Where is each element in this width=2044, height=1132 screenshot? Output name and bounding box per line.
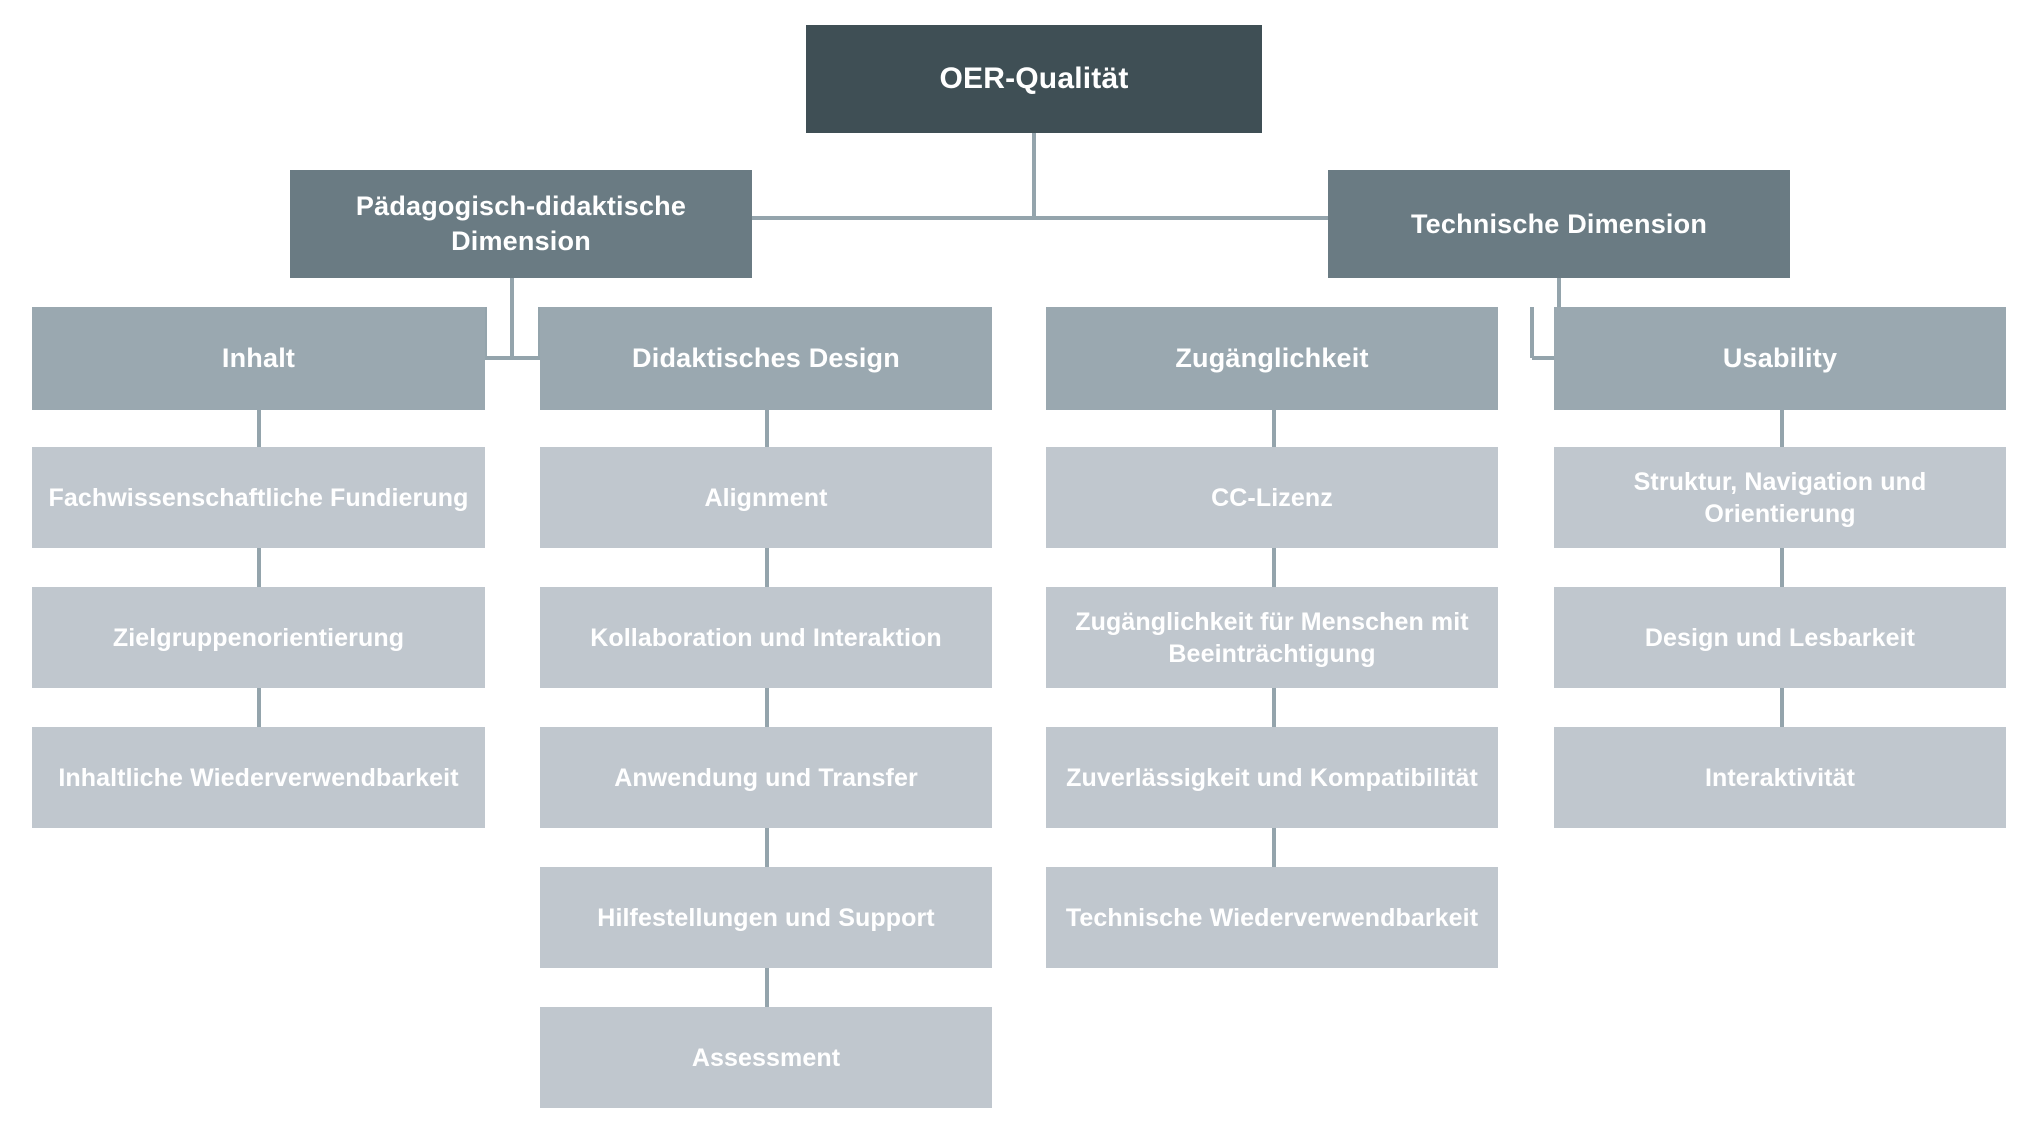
node-label: Zuverlässigkeit und Kompatibilität bbox=[1066, 763, 1478, 792]
node-label: Interaktivität bbox=[1704, 763, 1856, 792]
connector-spine-col1 bbox=[257, 410, 261, 728]
node-label: Kollaboration und Interaktion bbox=[590, 623, 942, 652]
node-label: Alignment bbox=[704, 483, 828, 512]
node-leaf-technische-wiederverwendbarkeit[interactable]: Technische Wiederverwendbarkeit bbox=[1046, 867, 1498, 968]
node-label: Technische Wiederverwendbarkeit bbox=[1065, 903, 1479, 932]
node-leaf-kollaboration-und-interaktion[interactable]: Kollaboration und Interaktion bbox=[540, 587, 992, 688]
node-leaf-alignment[interactable]: Alignment bbox=[540, 447, 992, 548]
node-dimension-paedagogisch-didaktisch[interactable]: Pädagogisch-didaktische Dimension bbox=[290, 170, 752, 278]
node-leaf-zugaenglichkeit-fuer-menschen-mit-beeintraechtigung[interactable]: Zugänglichkeit für Menschen mit Beeinträ… bbox=[1046, 587, 1498, 688]
node-label: Inhaltliche Wiederverwendbarkeit bbox=[58, 763, 459, 792]
node-leaf-cc-lizenz[interactable]: CC-Lizenz bbox=[1046, 447, 1498, 548]
node-root-oer-qualitaet[interactable]: OER-Qualität bbox=[806, 25, 1262, 133]
node-leaf-inhaltliche-wiederverwendbarkeit[interactable]: Inhaltliche Wiederverwendbarkeit bbox=[32, 727, 485, 828]
node-label: Usability bbox=[1722, 343, 1838, 374]
node-leaf-struktur-navigation-und-orientierung[interactable]: Struktur, Navigation und Orientierung bbox=[1554, 447, 2006, 548]
node-leaf-hilfestellungen-und-support[interactable]: Hilfestellungen und Support bbox=[540, 867, 992, 968]
node-category-zugaenglichkeit[interactable]: Zugänglichkeit bbox=[1046, 307, 1498, 410]
node-leaf-design-und-lesbarkeit[interactable]: Design und Lesbarkeit bbox=[1554, 587, 2006, 688]
node-label: Pädagogisch-didaktische Dimension bbox=[355, 191, 687, 256]
node-leaf-zielgruppenorientierung[interactable]: Zielgruppenorientierung bbox=[32, 587, 485, 688]
node-label: Anwendung und Transfer bbox=[614, 763, 918, 792]
connector-cat-inhalt-leg bbox=[483, 307, 487, 358]
connector-cat-zugaenglichkeit-leg bbox=[1530, 307, 1534, 358]
node-category-usability[interactable]: Usability bbox=[1554, 307, 2006, 410]
node-label: Zugänglichkeit für Menschen mit Beeinträ… bbox=[1075, 607, 1469, 668]
node-category-didaktisches-design[interactable]: Didaktisches Design bbox=[540, 307, 992, 410]
node-label: OER-Qualität bbox=[939, 61, 1129, 95]
node-label: Zielgruppenorientierung bbox=[112, 623, 405, 652]
node-leaf-anwendung-und-transfer[interactable]: Anwendung und Transfer bbox=[540, 727, 992, 828]
node-leaf-zuverlaessigkeit-und-kompatibilitaet[interactable]: Zuverlässigkeit und Kompatibilität bbox=[1046, 727, 1498, 828]
node-label: Assessment bbox=[691, 1043, 841, 1072]
connector-spine-col4 bbox=[1780, 410, 1784, 728]
node-label: Zugänglichkeit bbox=[1175, 343, 1369, 374]
connector-spine-col2 bbox=[765, 410, 769, 1008]
node-label: Hilfestellungen und Support bbox=[597, 903, 935, 932]
connector-left-dimension-stem bbox=[510, 278, 514, 360]
node-label: Struktur, Navigation und Orientierung bbox=[1633, 467, 1927, 528]
node-label: Technische Dimension bbox=[1410, 208, 1708, 239]
node-label: Fachwissenschaftliche Fundierung bbox=[48, 483, 469, 512]
node-label: Didaktisches Design bbox=[632, 343, 900, 374]
node-leaf-assessment[interactable]: Assessment bbox=[540, 1007, 992, 1108]
node-label: CC-Lizenz bbox=[1211, 483, 1333, 512]
node-label: Inhalt bbox=[221, 343, 296, 374]
node-leaf-fachwissenschaftliche-fundierung[interactable]: Fachwissenschaftliche Fundierung bbox=[32, 447, 485, 548]
connector-root-stem bbox=[1032, 133, 1036, 218]
connector-left-category-bus bbox=[485, 356, 540, 360]
node-leaf-interaktivitaet[interactable]: Interaktivität bbox=[1554, 727, 2006, 828]
node-category-inhalt[interactable]: Inhalt bbox=[32, 307, 485, 410]
connector-dimension-bus bbox=[752, 216, 1328, 220]
node-dimension-technisch[interactable]: Technische Dimension bbox=[1328, 170, 1790, 278]
node-label: Design und Lesbarkeit bbox=[1644, 623, 1916, 652]
